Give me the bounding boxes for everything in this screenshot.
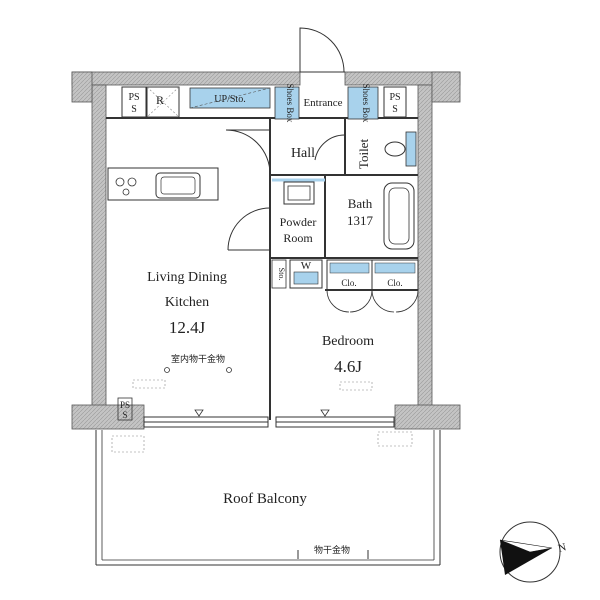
wall-top-left	[71, 71, 301, 86]
toilet-bowl	[384, 141, 406, 157]
ps-left-box	[121, 86, 147, 118]
closet-1-label: Clo.	[341, 278, 356, 288]
wall-corner-tr	[431, 71, 461, 103]
storage-washer: Sto. W	[271, 259, 323, 289]
storage-box	[271, 259, 287, 289]
shoes-box-right-label: Shoes Box	[361, 84, 371, 123]
bath-label: Bath	[348, 196, 373, 211]
powder-label-1: Powder	[280, 215, 317, 229]
ldk-label-2: Kitchen	[165, 295, 209, 310]
washer-box	[289, 259, 323, 289]
ps-bottom: PS S	[117, 397, 133, 421]
wall-bottom-right	[394, 404, 461, 430]
bathroom: Bath 1317	[347, 182, 415, 250]
powder-door-swing	[227, 207, 271, 251]
drying-hardware-label: 物干金物	[314, 544, 350, 556]
bathtub	[383, 182, 415, 250]
burner-1	[115, 177, 125, 187]
ps-left-label: PS	[128, 92, 139, 103]
shoes-box-left-label: Shoes Box	[285, 84, 295, 123]
compass-north-label: N	[557, 541, 568, 555]
powder-label-2: Room	[283, 231, 313, 245]
bath-size: 1317	[347, 213, 374, 228]
roof-balcony-label: Roof Balcony	[223, 491, 307, 507]
counter-top	[107, 167, 219, 201]
ps-right-box	[383, 86, 407, 118]
entrance-door[interactable]	[299, 27, 345, 73]
indoor-drying-label: 室内物干金物	[171, 353, 225, 365]
wall-corner-tl	[71, 71, 93, 103]
refrigerator-space	[146, 86, 180, 118]
ldk-label-1: Living Dining	[147, 270, 227, 285]
ldk-door-swing	[225, 129, 271, 175]
closets: Clo. Clo.	[326, 259, 419, 313]
closet-2-label: Clo.	[387, 278, 402, 288]
bedroom-label: Bedroom	[322, 334, 374, 349]
wall-bottom-left	[71, 404, 145, 430]
wall-right	[417, 84, 433, 416]
hall-label: Hall	[291, 146, 315, 161]
hall: Hall	[225, 129, 315, 175]
top-fixtures: PS S R UP/Sto. Shoes Box Shoes Box Entra…	[121, 84, 407, 123]
storage-label: Sto.	[277, 268, 286, 281]
ldk-size: 12.4J	[169, 318, 206, 337]
refrigerator-label: R	[156, 93, 164, 107]
toilet-tank	[405, 131, 417, 167]
interior-walls	[106, 117, 418, 420]
svg-text:S: S	[131, 104, 137, 115]
shoes-box-right	[347, 86, 379, 120]
svg-text:S: S	[392, 104, 398, 115]
svg-text:S: S	[122, 410, 127, 420]
sink	[155, 172, 201, 199]
up-storage-label: UP/Sto.	[214, 94, 245, 105]
compass-ring	[499, 521, 561, 583]
compass: N	[499, 521, 568, 583]
toilet-room: Toilet	[314, 131, 417, 170]
washer-label: W	[301, 260, 312, 272]
outer-walls	[71, 71, 461, 430]
burner-3	[122, 188, 130, 196]
powder-room: Powder Room	[227, 178, 325, 251]
shoes-box-left	[274, 86, 300, 120]
closet-2	[371, 259, 419, 291]
entrance-label: Entrance	[303, 97, 342, 109]
washbasin	[283, 181, 315, 205]
kitchen-counter	[107, 167, 219, 201]
toilet-label: Toilet	[356, 139, 371, 170]
bedroom-size: 4.6J	[334, 357, 362, 376]
roof-balcony: Roof Balcony 物干金物	[95, 430, 441, 566]
ps-bottom-label: PS	[120, 400, 130, 410]
burner-2	[127, 177, 137, 187]
balcony-windows[interactable]	[143, 409, 395, 428]
entrance-door-swing	[299, 27, 345, 73]
toilet-door-swing	[314, 134, 346, 161]
wall-left	[91, 84, 107, 416]
ps-right-label: PS	[389, 92, 400, 103]
